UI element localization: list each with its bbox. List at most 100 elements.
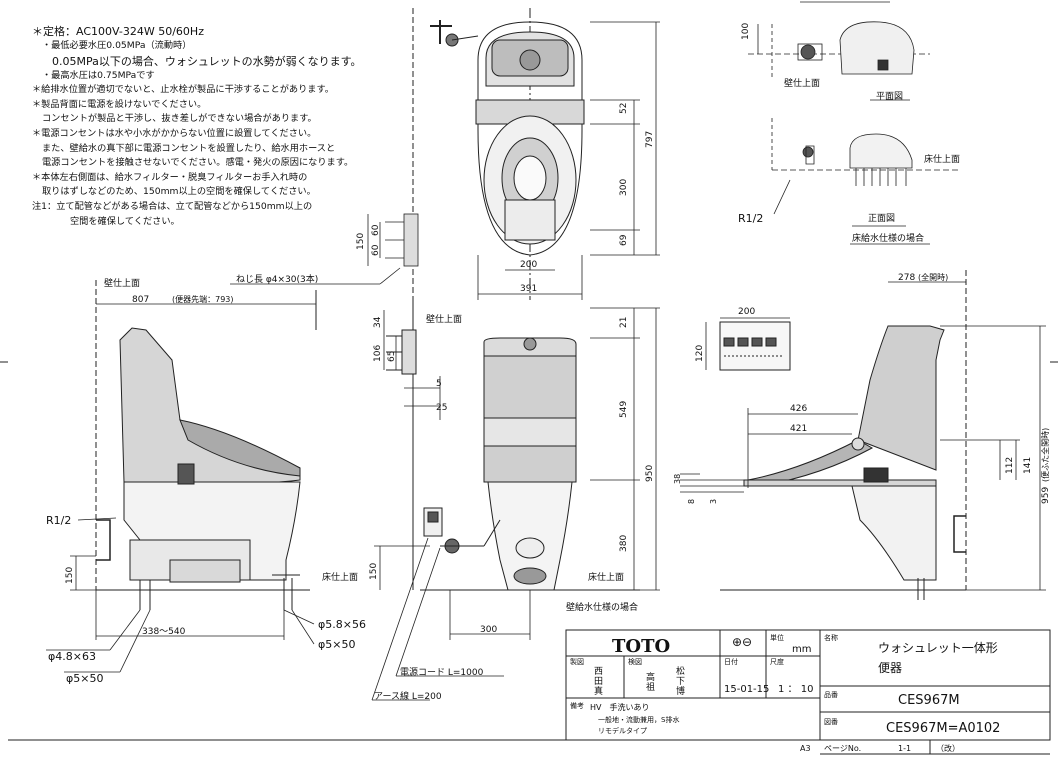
checked-by-1: 高 <box>646 671 655 683</box>
remarks-line2: 一般地・流動兼用，S排水 <box>598 715 679 724</box>
screw-label: ねじ長 φ4×30(3本) <box>236 273 318 285</box>
dim-8: 8 <box>687 499 696 504</box>
unit-value: mm <box>792 644 811 655</box>
scale-label: 尺度 <box>770 657 784 666</box>
projection-icon: ⊕⊖ <box>732 635 752 649</box>
d48x63-label: φ4.8×63 <box>48 650 96 663</box>
dim-959-note: (便ふた全開時) <box>1040 428 1050 482</box>
note-line: ＊電源コンセントは水や小水がかからない位置に設置してください。 <box>32 127 317 139</box>
drawn-by-3: 真 <box>594 685 603 697</box>
front-view-title: 正面図 <box>868 213 895 224</box>
dim-150-left: 150 <box>65 567 75 584</box>
drawn-by-2: 田 <box>594 676 603 687</box>
r12-right-label: R1/2 <box>738 212 763 225</box>
approved-by-2: 下 <box>676 677 685 687</box>
paper-size: A3 <box>800 744 811 753</box>
dim-69: 69 <box>619 234 629 246</box>
product-name-line1: ウォシュレット一体形 <box>878 641 998 655</box>
dim-38: 38 <box>673 474 682 484</box>
dim-112: 112 <box>1005 457 1015 474</box>
floor-supply-title: 床給水仕様の場合 <box>852 232 924 244</box>
dim-807: 807 <box>132 295 149 305</box>
dim-65: 65 <box>387 351 397 362</box>
dim-278: 278 <box>898 273 915 283</box>
note-line: また、壁給水の真下部に電源コンセントを設置したり、給水用ホースと <box>42 142 336 154</box>
r12-left-label: R1/2 <box>46 514 71 527</box>
brand-logo: TOTO <box>612 636 670 657</box>
page-label: ページNo. <box>824 744 861 753</box>
dim-278-note: (全開時) <box>918 272 948 282</box>
model-value: CES967M <box>898 693 960 708</box>
dim-52: 52 <box>619 103 629 114</box>
note-line: コンセントが製品と干渉し、抜き差しができない場合があります。 <box>42 113 317 125</box>
note-line: 0.05MPa以下の場合、ウォシュレットの水勢が弱くなります。 <box>52 54 362 68</box>
dim-338-540: 338～540 <box>142 627 186 637</box>
note-line: ＊給排水位置が適切でないと、止水栓が製品に干渉することがあります。 <box>32 84 334 96</box>
note-line: ＊製品背面に電源を設けないでください。 <box>32 98 207 110</box>
note-line: 電源コンセントを接触させないでください。感電・発火の原因になります。 <box>42 157 354 169</box>
wall-label-mid: 壁仕上面 <box>426 313 462 325</box>
floor-label-mid: 床仕上面 <box>588 571 624 583</box>
drawn-by-1: 西 <box>594 666 603 677</box>
d58x56-label: φ5.8×56 <box>318 618 366 631</box>
product-name-line2: 便器 <box>878 661 902 675</box>
dim-300-plan: 300 <box>619 179 629 196</box>
note-line: ・最高水圧は0.75MPaです <box>42 69 155 81</box>
name-label: 名称 <box>824 633 838 642</box>
drawing-number: CES967M=A0102 <box>886 721 1000 736</box>
dim-797: 797 <box>645 131 655 148</box>
dim-426: 426 <box>790 404 807 414</box>
plan-view-toilet <box>430 20 585 256</box>
dim-150-bracket: 150 <box>356 233 366 250</box>
floor-label-left: 床仕上面 <box>322 571 358 583</box>
power-cord-label: 電源コード L=1000 <box>400 667 484 678</box>
dim-200-plan: 200 <box>520 260 537 270</box>
dim-34: 34 <box>373 316 383 328</box>
dim-120: 120 <box>695 345 705 362</box>
approved-by-3: 博 <box>676 685 685 697</box>
unit-label: 単位 <box>770 633 784 642</box>
scale-value: 1 ： 10 <box>778 684 813 695</box>
note-line: ＊定格：AC100V-324W 50/60Hz <box>32 25 204 38</box>
note-line: ・最低必要水圧0.05MPa（流動時） <box>42 40 192 51</box>
title-block: TOTO ⊕⊖ 単位 mm 名称 ウォシュレット一体形 便器 製図 西 田 真 … <box>565 629 1051 755</box>
dim-5: 5 <box>436 379 442 389</box>
dim-25: 25 <box>436 403 447 413</box>
model-label: 品番 <box>824 691 838 699</box>
note-line: 取りはずしなどのため、150mm以上の空間を確保してください。 <box>42 186 316 198</box>
remarks-label: 備考 <box>570 701 584 710</box>
date-label: 日付 <box>724 657 738 666</box>
floor-supply-front <box>771 118 960 245</box>
note-line: 注1：立て配管などがある場合は、立て配管などから150mm以上の <box>32 200 313 212</box>
dim-391: 391 <box>520 284 537 294</box>
dim-100: 100 <box>741 23 751 40</box>
wall-supply-title: 壁給水仕様の場合 <box>566 601 638 613</box>
dim-141: 141 <box>1023 457 1033 474</box>
note-line: 空間を確保してください。 <box>70 215 180 227</box>
dim-150-front: 150 <box>369 563 379 580</box>
dim-300-bottom: 300 <box>480 625 497 635</box>
earth-wire-label: アース線 L=200 <box>374 690 442 702</box>
dim-3: 3 <box>709 499 718 504</box>
side-view-toilet-left <box>95 280 317 610</box>
dim-60a: 60 <box>371 224 381 236</box>
page-value: 1-1 <box>898 744 911 753</box>
d5x50-left-label: φ5×50 <box>66 672 103 685</box>
dim-421: 421 <box>790 424 807 434</box>
dim-549: 549 <box>619 401 629 418</box>
dim-200-remote: 200 <box>738 307 755 317</box>
dim-950: 950 <box>645 465 655 482</box>
remarks-line3: リモデルタイプ <box>598 726 647 735</box>
floor-label-top: 床仕上面 <box>924 153 960 165</box>
wall-bracket-plan <box>230 213 419 285</box>
dim-380: 380 <box>619 535 629 552</box>
checked-label: 検図 <box>628 657 642 666</box>
date-value: 15-01-15 <box>724 684 769 695</box>
approved-by-1: 松 <box>676 665 685 677</box>
dim-60b: 60 <box>371 244 381 256</box>
wall-label-plan: 壁仕上面 <box>784 77 820 89</box>
side-view-toilet-right <box>719 270 967 600</box>
dim-807-note: (便器先端：793) <box>172 294 234 304</box>
dim-106: 106 <box>373 345 383 362</box>
